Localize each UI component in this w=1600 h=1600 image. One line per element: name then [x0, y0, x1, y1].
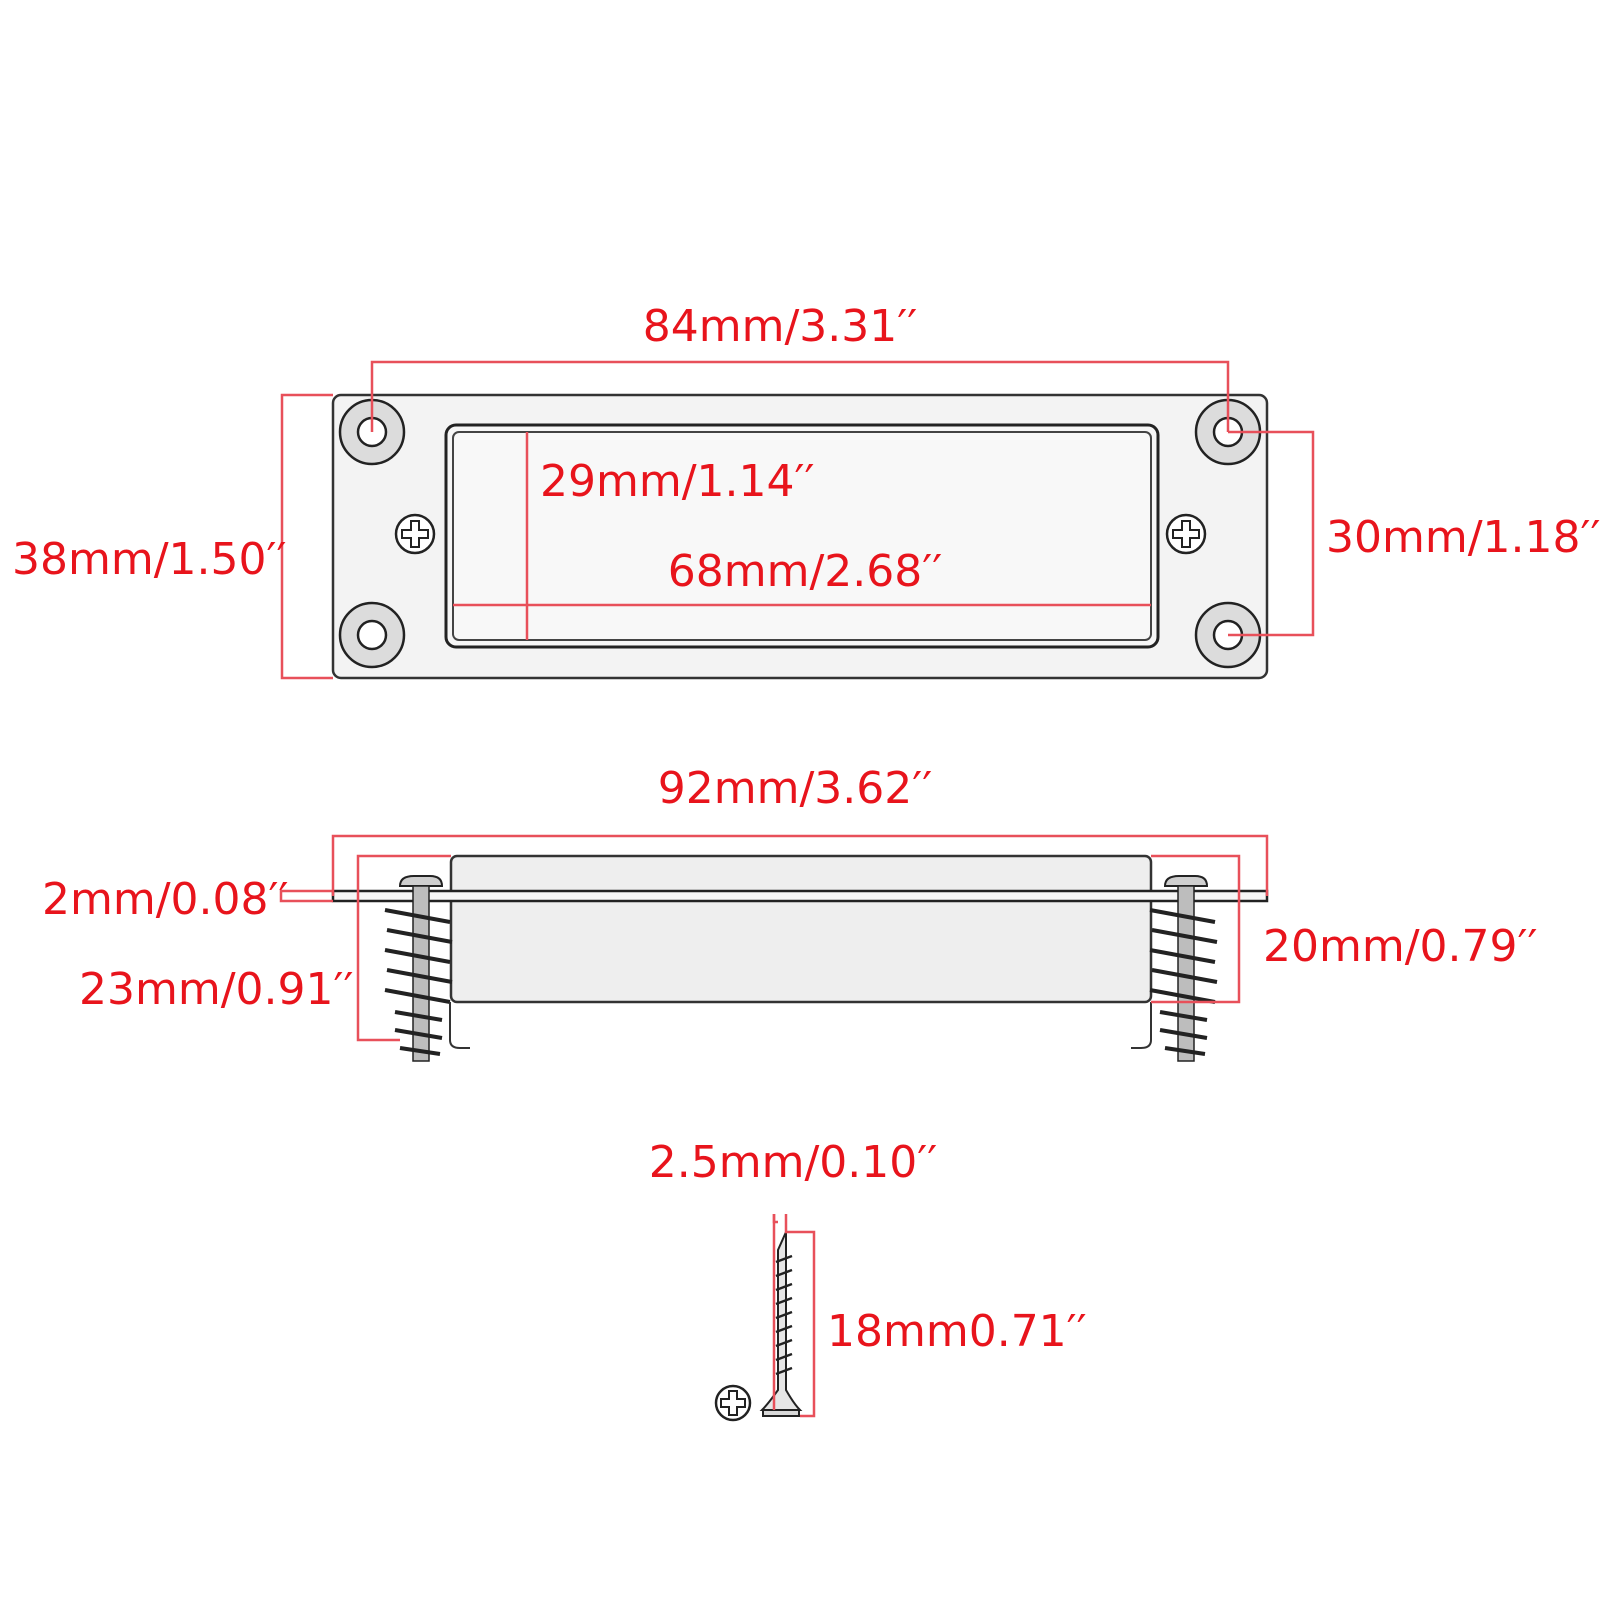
- dim-line-screw-length: [784, 1214, 816, 1418]
- screw-head-left-icon: [394, 513, 436, 555]
- label-left-height: 23mm/0.91′′: [79, 964, 353, 1015]
- spring-screw-right: [1131, 875, 1218, 1062]
- label-right-height: 20mm/0.79′′: [1263, 921, 1537, 972]
- mounting-hole-bottom-left: [338, 601, 406, 669]
- label-overall-height: 38mm/1.50′′: [12, 534, 286, 585]
- dim-line-plate-thickness: [279, 889, 333, 903]
- label-screw-length: 18mm0.71′′: [827, 1306, 1087, 1357]
- dim-line-hole-vertical: [1228, 430, 1315, 637]
- label-inner-height: 29mm/1.14′′: [540, 456, 814, 507]
- label-overall-length: 92mm/3.62′′: [658, 763, 932, 814]
- label-hole-spacing: 84mm/3.31′′: [643, 301, 917, 352]
- spring-screw-left: [384, 875, 470, 1062]
- dim-line-overall-height: [280, 393, 333, 680]
- screw-detail: 2.5mm/0.10′′ 18mm0.71′′: [649, 1137, 1087, 1422]
- side-plate: [331, 889, 1269, 903]
- label-plate-thickness: 2mm/0.08′′: [42, 874, 289, 925]
- screw-head-right-icon: [1165, 513, 1207, 555]
- dim-line-left-height: [356, 854, 451, 1042]
- label-hole-vertical: 30mm/1.18′′: [1326, 512, 1600, 563]
- dim-line-hole-spacing: [370, 360, 1230, 432]
- side-view: 92mm/3.62′′ 2mm/0.08′′ 23mm/0.91′′ 20mm/…: [42, 763, 1537, 1062]
- label-screw-head: 2.5mm/0.10′′: [649, 1137, 937, 1188]
- dim-line-right-height: [1151, 854, 1241, 1004]
- label-inner-width: 68mm/2.68′′: [668, 546, 942, 597]
- top-view: 84mm/3.31′′ 29mm/1.14′′ 68mm/2.68′′ 38mm…: [12, 301, 1600, 680]
- wood-screw: [759, 1231, 803, 1411]
- dim-line-overall-length: [331, 834, 1269, 896]
- pickup-opening-inner: [452, 431, 1152, 641]
- screw-head-icon: [714, 1384, 752, 1422]
- pickup-body: [449, 854, 1153, 1004]
